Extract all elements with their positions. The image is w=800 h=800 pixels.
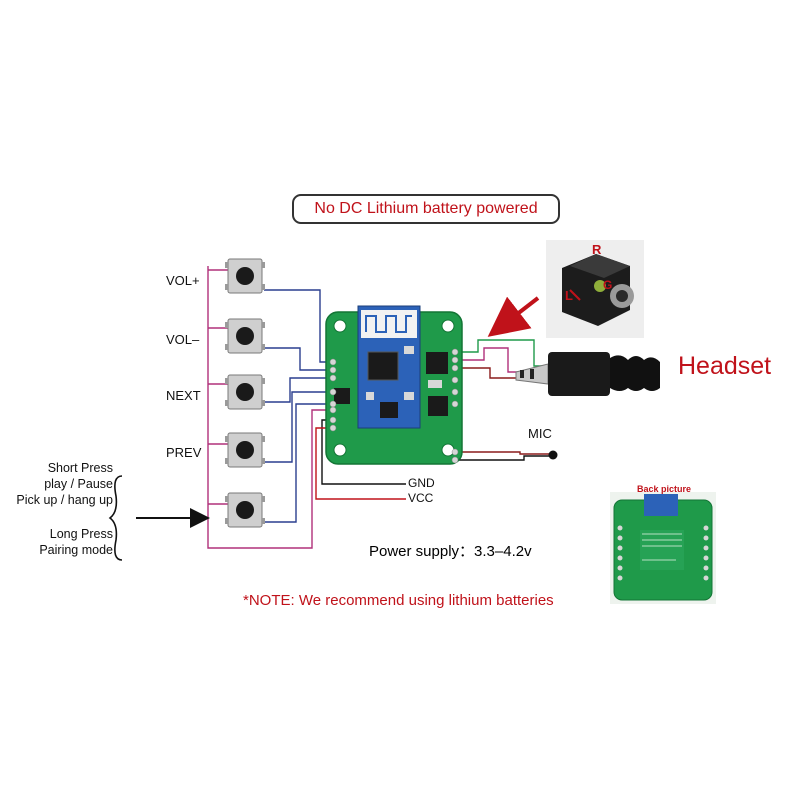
- label-vol-plus: VOL+: [166, 273, 200, 288]
- short-press-action-1: play / Pause: [44, 477, 113, 491]
- tactile-button-next: [225, 374, 265, 410]
- mic-wires: [458, 451, 550, 461]
- gnd-label: GND: [408, 476, 435, 490]
- tactile-button-prev: [225, 432, 265, 468]
- power-notice: No DC Lithium battery powered: [292, 194, 560, 224]
- jack-right-label: R: [592, 242, 602, 257]
- long-press-label: Long Press: [49, 527, 113, 541]
- battery-note: *NOTE: We recommend using lithium batter…: [243, 592, 554, 609]
- button-wires: [207, 266, 330, 549]
- short-press-label: Short Press: [47, 461, 113, 475]
- headset-label: Headset: [678, 352, 772, 380]
- tactile-button-vol-plus: [225, 258, 265, 294]
- back-board-thumbnail: [610, 492, 716, 604]
- back-picture-label: Back picture: [637, 484, 692, 494]
- bluetooth-module-board: [325, 305, 463, 465]
- press-brace: [108, 475, 123, 561]
- headset-plug: [515, 352, 660, 396]
- label-vol-minus: VOL–: [166, 332, 200, 347]
- jack-ground-label: G: [603, 278, 613, 292]
- jack-arrow: [487, 296, 540, 337]
- label-next: NEXT: [166, 388, 201, 403]
- mic-capsule: [548, 450, 558, 460]
- tactile-button-vol-minus: [225, 318, 265, 354]
- label-prev: PREV: [166, 445, 202, 460]
- mic-label: MIC: [528, 426, 552, 441]
- vcc-label: VCC: [408, 491, 434, 505]
- jack-left-label: L: [565, 288, 573, 303]
- power-supply-label: Power supply：3.3–4.2v: [369, 543, 532, 560]
- short-press-action-2: Pick up / hang up: [16, 493, 113, 507]
- tactile-button-function: [225, 492, 265, 528]
- audio-jack-socket: [546, 240, 644, 338]
- long-press-action: Pairing mode: [39, 543, 113, 557]
